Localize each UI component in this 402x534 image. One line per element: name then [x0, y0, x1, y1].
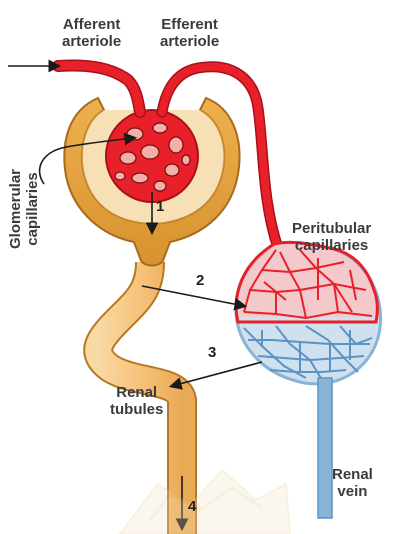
watermark-crest: [120, 470, 290, 534]
label-efferent-arteriole: Efferent arteriole: [160, 16, 219, 50]
glomerulus: [106, 110, 198, 202]
label-peritubular-capillaries: Peritubular capillaries: [292, 220, 371, 254]
label-afferent-arteriole: Afferent arteriole: [62, 16, 121, 50]
label-glomerular-text: Glomerular capillaries: [7, 169, 41, 249]
renal-vein: [318, 378, 332, 518]
label-renal-tubules-text: Renal tubules: [110, 384, 163, 418]
label-renal-tubules: Renal tubules: [110, 384, 163, 418]
step-number-3: 3: [208, 344, 216, 361]
label-renal-vein: Renal vein: [332, 466, 373, 500]
step-number-2: 2: [196, 272, 204, 289]
label-afferent-text: Afferent arteriole: [62, 16, 121, 50]
label-efferent-text: Efferent arteriole: [160, 16, 219, 50]
step-number-1: 1: [156, 198, 164, 215]
step-number-4: 4: [188, 498, 196, 515]
label-peritubular-text: Peritubular capillaries: [292, 220, 371, 254]
label-glomerular-capillaries: Glomerular capillaries: [7, 149, 41, 269]
label-renal-vein-text: Renal vein: [332, 466, 373, 500]
arrow-secretion-3: [172, 362, 262, 386]
